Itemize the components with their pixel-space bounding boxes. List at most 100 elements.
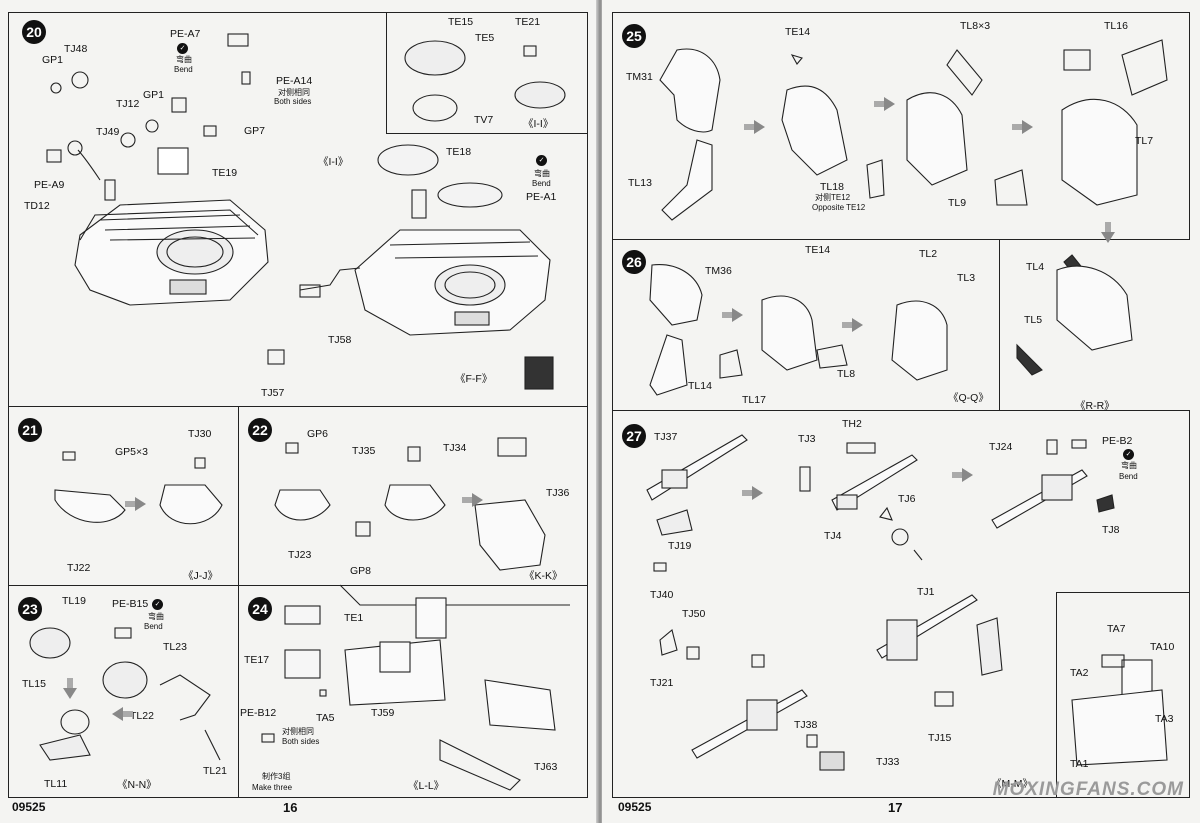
part-label: GP5×3 (115, 446, 148, 458)
part-label: TL3 (957, 272, 976, 284)
part-label: TL8×3 (960, 20, 991, 32)
step-arrow-icon (742, 486, 763, 500)
bend-icon: ✓ (177, 43, 188, 54)
step-21-number: 21 (22, 422, 38, 438)
step-21-badge: 21 (18, 418, 42, 442)
bend-icon: ✓ (1123, 449, 1134, 460)
step-arrow-icon (63, 678, 77, 699)
view-label: 《F-F》 (455, 373, 493, 385)
step-24-badge: 24 (248, 597, 272, 621)
part-label: TL23 (163, 641, 187, 653)
part-label: TJ21 (650, 677, 674, 689)
view-label: 《L-L》 (408, 780, 445, 792)
step-24-number: 24 (252, 601, 268, 617)
part-label: TJ3 (798, 433, 816, 445)
step-22-number: 22 (252, 422, 268, 438)
view-label: 《J-J》 (183, 570, 218, 582)
step-arrow-icon (842, 318, 863, 332)
part-label: TL14 (688, 380, 712, 392)
part-label: TJ57 (261, 387, 285, 399)
part-label: TJ49 (96, 126, 120, 138)
part-note: 弯曲 (176, 55, 192, 64)
part-label: TJ22 (67, 562, 91, 574)
binding-gutter (596, 0, 604, 823)
step-25-number: 25 (626, 28, 642, 44)
part-note: 弯曲 (1121, 461, 1137, 470)
part-label: TM36 (705, 265, 732, 277)
step-arrow-icon (744, 120, 765, 134)
step-arrow-icon (125, 497, 146, 511)
part-note: Bend (174, 65, 193, 74)
step-arrow-icon (722, 308, 743, 322)
part-label: TL9 (948, 197, 967, 209)
step-27-number: 27 (626, 428, 642, 444)
part-label: TL19 (62, 595, 86, 607)
part-label: TH2 (842, 418, 862, 430)
part-label: TL15 (22, 678, 46, 690)
part-note: Both sides (282, 737, 320, 746)
part-label: TJ40 (650, 589, 674, 601)
step-arrow-icon (462, 493, 483, 507)
part-label: TM31 (626, 71, 653, 83)
part-label: TJ48 (64, 43, 88, 55)
step-arrow-icon (1012, 120, 1033, 134)
part-label: TL21 (203, 765, 227, 777)
part-label: TJ24 (989, 441, 1013, 453)
part-note: Make three (252, 783, 293, 792)
part-label: TA3 (1155, 713, 1174, 725)
part-label: TJ35 (352, 445, 376, 457)
product-code: 09525 (618, 800, 652, 814)
step-22-badge: 22 (248, 418, 272, 442)
part-label: TD12 (24, 200, 50, 212)
part-label: TJ12 (116, 98, 140, 110)
view-label: 《R-R》 (1075, 400, 1115, 412)
part-label: PE-A1 (526, 191, 557, 203)
part-label: PE-B12 (240, 707, 277, 719)
page-17: 25 26 27 TM31 TL13 TE14 TL18 对侧TE12 Oppo… (602, 0, 1200, 823)
bend-icon: ✓ (536, 155, 547, 166)
bend-icon: ✓ (152, 599, 163, 610)
part-label: TJ59 (371, 707, 395, 719)
part-label: PE-B2 (1102, 435, 1133, 447)
step-23-number: 23 (22, 601, 38, 617)
part-label: PE-B15 (112, 598, 149, 610)
page-number: 16 (283, 800, 298, 815)
step-26-number: 26 (626, 254, 642, 270)
part-label: TL4 (1026, 261, 1045, 273)
step-20-badge: 20 (22, 20, 46, 44)
part-note: Bend (144, 622, 163, 631)
view-label: 《K-K》 (524, 570, 563, 582)
part-label: GP1 (42, 54, 64, 66)
part-label: TL8 (837, 368, 856, 380)
part-label: GP8 (350, 565, 372, 577)
part-label: TE1 (344, 612, 364, 624)
step-26-badge: 26 (622, 250, 646, 274)
part-label: TL13 (628, 177, 652, 189)
part-note: 弯曲 (534, 169, 550, 178)
watermark: MOXINGFANS.COM (992, 779, 1184, 800)
part-label: TE17 (244, 654, 270, 666)
assembly-drawings-right (646, 39, 1168, 771)
part-label: TE18 (446, 146, 472, 158)
part-note: Bend (532, 179, 551, 188)
part-label: TJ36 (546, 487, 570, 499)
part-note: 对侧相同 (278, 88, 310, 97)
part-label: PE-A14 (276, 75, 313, 87)
view-label: 《M-M》 (991, 778, 1033, 790)
part-label: TE14 (785, 26, 811, 38)
part-label: TJ6 (898, 493, 916, 505)
step-arrow-icon (112, 707, 123, 721)
part-label: TV7 (474, 114, 494, 126)
part-label: TL18 (820, 181, 844, 193)
part-label: TJ4 (824, 530, 842, 542)
part-label: TJ23 (288, 549, 312, 561)
part-label: TA1 (1070, 758, 1089, 770)
part-label: TA2 (1070, 667, 1089, 679)
part-note: Bend (1119, 472, 1138, 481)
part-label: TL5 (1024, 314, 1043, 326)
part-label: TJ1 (917, 586, 935, 598)
part-label: TA5 (316, 712, 335, 724)
part-label: TJ19 (668, 540, 692, 552)
part-label: GP1 (143, 89, 165, 101)
page-16: 20 21 22 23 24 TJ48 GP1 PE-A7 ✓ 弯曲 Bend … (0, 0, 598, 823)
